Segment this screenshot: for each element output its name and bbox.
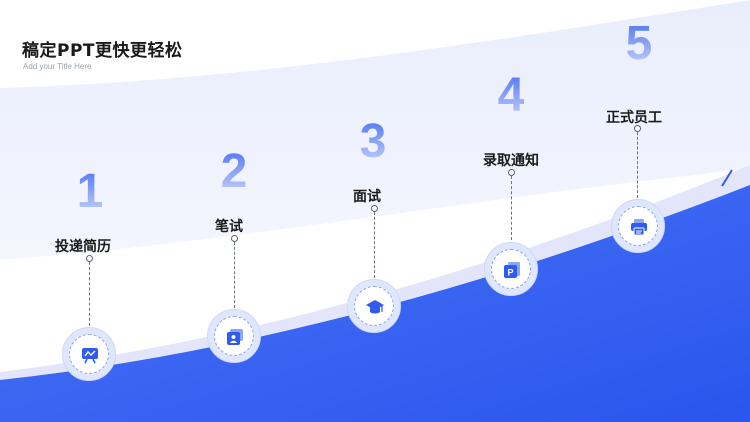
id-card-icon [227,329,243,345]
step-node-4[interactable]: P [484,242,538,296]
step-label-1: 投递简历 [55,239,111,255]
step-pin-1 [86,255,93,262]
step-label-4: 录取通知 [483,153,539,169]
page-subtitle: Add your Title Here [23,62,92,71]
step-number-3: 3 [348,118,398,166]
svg-text:P: P [507,268,513,278]
step-pin-4 [508,169,515,176]
step-label-5: 正式员工 [606,110,662,126]
powerpoint-file-icon: P [504,262,520,278]
step-label-2: 笔试 [215,219,243,235]
light-band [0,0,750,260]
step-connector-1 [89,262,90,326]
step-connector-4 [511,176,512,240]
step-number-1: 1 [65,168,115,216]
printer-icon [631,219,647,236]
step-connector-3 [374,212,375,278]
step-number-5: 5 [614,20,664,68]
step-connector-5 [637,132,638,198]
edge-accent [721,169,733,187]
graduation-cap-icon [366,300,384,314]
step-pin-5 [634,125,641,132]
step-node-5[interactable] [611,199,665,253]
step-node-1[interactable] [62,327,116,381]
step-number-4: 4 [486,72,536,120]
blue-wave [0,185,750,422]
step-pin-2 [231,235,238,242]
step-pin-3 [371,205,378,212]
presentation-board-icon [82,348,98,364]
step-node-2[interactable] [207,309,261,363]
step-node-3[interactable] [347,279,401,333]
page-title: 稿定PPT更快更轻松 [22,41,183,61]
step-number-2: 2 [209,148,259,196]
step-connector-2 [234,242,235,308]
step-label-3: 面试 [353,189,381,205]
